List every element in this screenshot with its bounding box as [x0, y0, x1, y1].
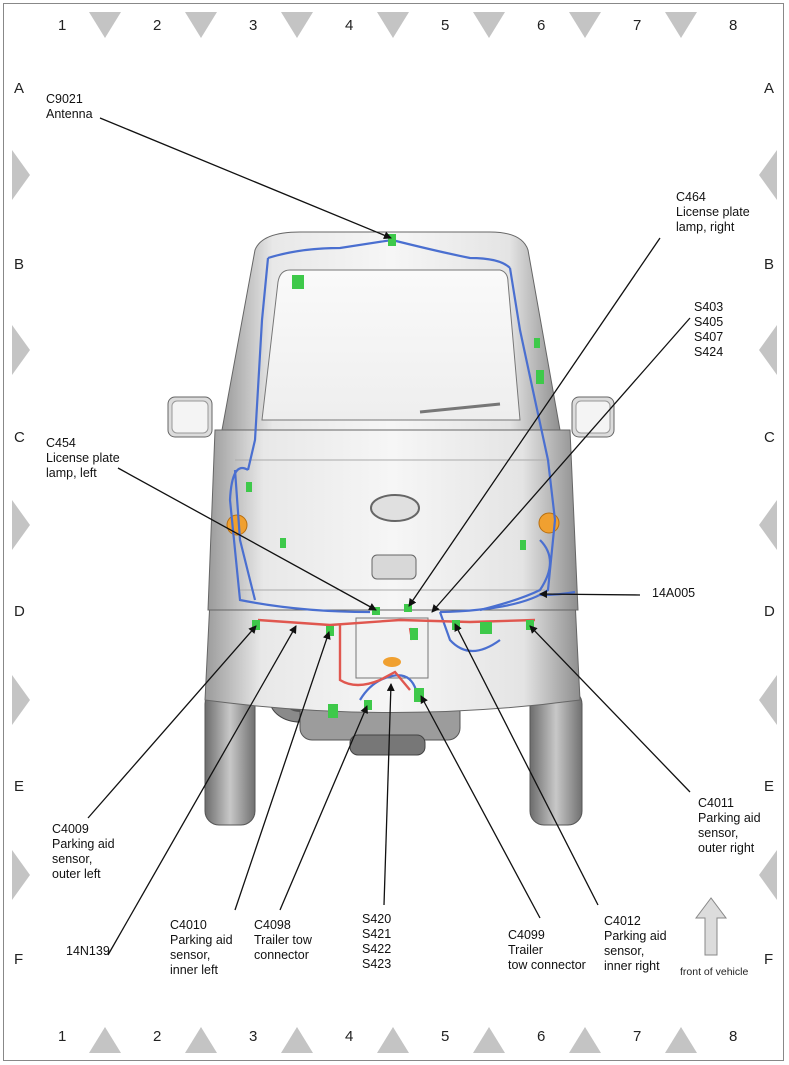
diagram-frame: [3, 3, 784, 1061]
column-label-8-bottom: 8: [729, 1028, 738, 1045]
column-label-3-bottom: 3: [249, 1028, 258, 1045]
row-label-b-left: B: [14, 256, 25, 273]
row-label-a-right: A: [764, 80, 775, 97]
row-label-c-left: C: [14, 429, 25, 446]
column-label-2-bottom: 2: [153, 1028, 162, 1045]
row-label-d-left: D: [14, 603, 25, 620]
front-of-vehicle-label: front of vehicle: [680, 966, 749, 978]
row-label-f-left: F: [14, 951, 24, 968]
leader-lines: [87, 117, 691, 956]
column-label-1-bottom: 1: [58, 1028, 67, 1045]
grid-markers: [12, 12, 777, 1053]
column-label-5-top: 5: [441, 17, 450, 34]
column-label-6-bottom: 6: [537, 1028, 546, 1045]
column-label-7-bottom: 7: [633, 1028, 642, 1045]
callout-14a005: 14A005: [652, 586, 696, 600]
column-label-2-top: 2: [153, 17, 162, 34]
callout-s403-group: S403 S405 S407 S424: [694, 300, 724, 359]
row-label-e-right: E: [764, 778, 775, 795]
column-label-4-bottom: 4: [345, 1028, 354, 1045]
column-label-3-top: 3: [249, 17, 258, 34]
callout-c454: C454 License plate lamp, left: [46, 436, 120, 480]
row-label-a-left: A: [14, 80, 25, 97]
harness-blue: [228, 238, 576, 701]
front-arrow-icon: [695, 897, 727, 956]
callout-c4009: C4009 Parking aid sensor, outer left: [52, 822, 115, 881]
row-label-f-right: F: [764, 951, 774, 968]
column-label-5-bottom: 5: [441, 1028, 450, 1045]
column-label-1-top: 1: [58, 17, 67, 34]
row-label-e-left: E: [14, 778, 25, 795]
callout-c4010: C4010 Parking aid sensor, inner left: [170, 918, 233, 977]
connectors: [246, 234, 544, 718]
row-label-b-right: B: [764, 256, 775, 273]
callout-c4011: C4011 Parking aid sensor, outer right: [698, 796, 761, 855]
row-label-c-right: C: [764, 429, 775, 446]
column-label-6-top: 6: [537, 17, 546, 34]
callout-c4099: C4099 Trailer tow connector: [508, 928, 586, 972]
vehicle-rear-view: [167, 231, 615, 826]
callout-s420-group: S420 S421 S422 S423: [362, 912, 392, 971]
column-label-8-top: 8: [729, 17, 738, 34]
row-label-d-right: D: [764, 603, 775, 620]
callout-c4098: C4098 Trailer tow connector: [254, 918, 312, 962]
callout-c9021: C9021 Antenna: [46, 92, 93, 121]
callout-c4012: C4012 Parking aid sensor, inner right: [604, 914, 667, 973]
column-label-4-top: 4: [345, 17, 354, 34]
callout-14n139: 14N139: [66, 944, 110, 958]
callout-c464: C464 License plate lamp, right: [676, 190, 750, 234]
column-label-7-top: 7: [633, 17, 642, 34]
